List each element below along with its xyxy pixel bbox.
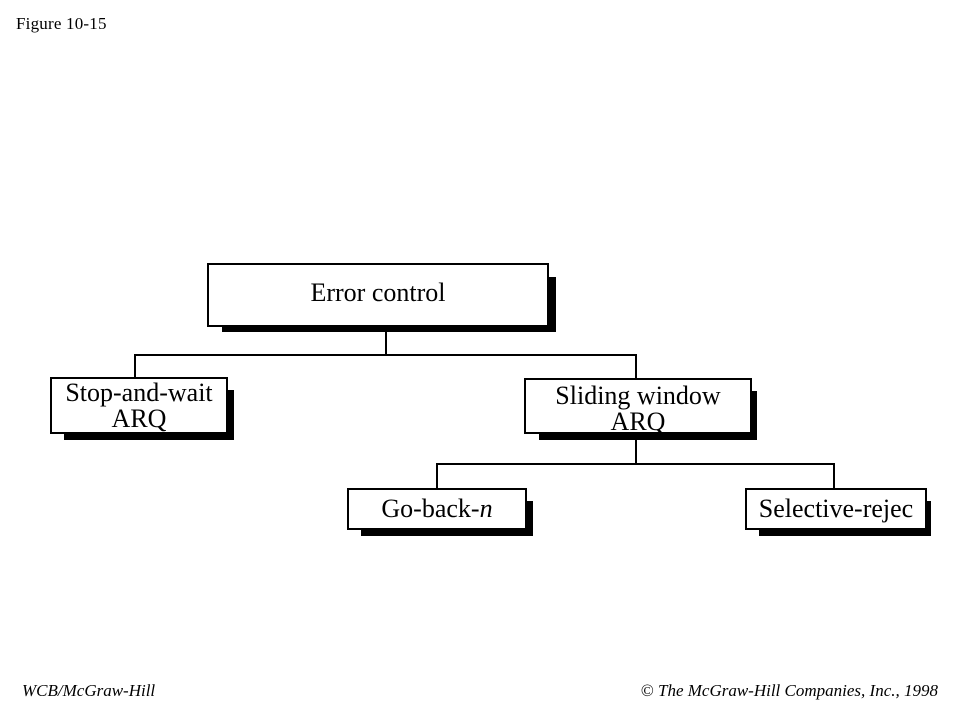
copyright-text: The McGraw-Hill Companies, Inc., 1998 [657,681,938,700]
error-control-box: Error control [207,263,549,327]
copyright-symbol: © [640,681,654,700]
connector-go-back-drop [436,463,438,489]
connector-sliding-stem [635,433,637,464]
connector-level1-bar [134,354,637,356]
go-back-n-prefix: Go-back- [381,494,480,523]
copyright-notice: © The McGraw-Hill Companies, Inc., 1998 [641,681,938,701]
stop-and-wait-line2: ARQ [111,404,167,433]
connector-sliding-window-drop [635,354,637,379]
stop-and-wait-box: Stop-and-wait ARQ [50,377,228,434]
connector-selective-drop [833,463,835,489]
go-back-n-box: Go-back-n [347,488,527,530]
connector-stop-and-wait-drop [134,354,136,378]
connector-level2-bar [436,463,835,465]
figure-label: Figure 10-15 [16,14,107,33]
publisher-label: WCB/McGraw-Hill [22,681,156,700]
sliding-window-line1: Sliding window [555,381,721,410]
go-back-n-label: Go-back-n [349,496,525,522]
selective-reject-label: Selective-rejec [758,494,914,523]
stop-and-wait-line1: Stop-and-wait [65,378,213,407]
selective-reject-box: Selective-rejec [745,488,927,530]
error-control-label: Error control [310,278,446,307]
connector-root-stem [385,328,387,355]
sliding-window-box: Sliding window ARQ [524,378,752,434]
sliding-window-line2: ARQ [610,407,666,434]
go-back-n-variable: n [479,494,493,523]
